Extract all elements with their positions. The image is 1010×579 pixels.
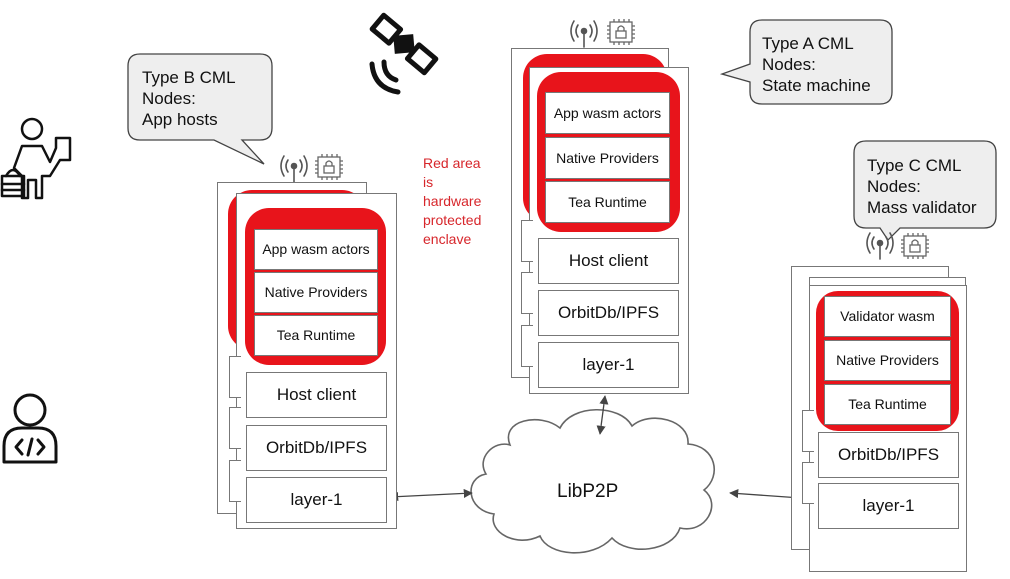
enclave-note-line: Red area (423, 155, 481, 171)
callout-line: State machine (762, 76, 871, 95)
node-b-native-providers: Native Providers (254, 272, 378, 313)
node-c-tea-runtime: Tea Runtime (824, 384, 951, 425)
node-a-back-stub (521, 272, 533, 314)
node-c-validator-wasm: Validator wasm (824, 296, 951, 337)
node-c-back-stub (802, 462, 814, 504)
node-c-orbitdb: OrbitDb/IPFS (818, 432, 959, 478)
node-b-layer1: layer-1 (246, 477, 387, 523)
secure-chip-icon (901, 233, 929, 259)
developer-icon (2, 393, 58, 464)
node-b-tea-runtime: Tea Runtime (254, 315, 378, 356)
callout-type-b (127, 53, 273, 165)
shopper-icon (0, 117, 72, 200)
node-a-orbitdb: OrbitDb/IPFS (538, 290, 679, 336)
node-a-host-client: Host client (538, 238, 679, 284)
node-b-back-stub (229, 356, 241, 398)
node-b-app-wasm: App wasm actors (254, 229, 378, 270)
node-b-back-stub (229, 460, 241, 502)
callout-line: Type A CML (762, 34, 854, 53)
satellite-icon (369, 12, 439, 76)
arrow-nodeb-libp2p (389, 488, 473, 502)
node-a-native-providers: Native Providers (545, 137, 670, 179)
callout-type-c-text: Type C CML Nodes: Mass validator (867, 155, 977, 218)
callout-line: Nodes: (867, 177, 921, 196)
secure-chip-icon (315, 154, 343, 180)
callout-type-b-text: Type B CML Nodes: App hosts (142, 67, 236, 130)
callout-line: Type B CML (142, 68, 236, 87)
callout-line: Mass validator (867, 198, 977, 217)
satellite-signal-icon (369, 59, 401, 95)
arrow-nodea-libp2p (596, 395, 609, 435)
enclave-note-line: hardware (423, 193, 482, 209)
secure-chip-icon (607, 19, 635, 45)
libp2p-label: LibP2P (557, 481, 619, 502)
node-a-back-stub (521, 220, 533, 262)
callout-line: Nodes: (142, 89, 196, 108)
node-c-native-providers: Native Providers (824, 340, 951, 381)
callout-type-c (853, 140, 997, 242)
enclave-note-line: enclave (423, 231, 472, 247)
antenna-icon (570, 20, 598, 48)
node-a-layer1: layer-1 (538, 342, 679, 388)
antenna-icon (866, 232, 894, 260)
node-b-back-stub (229, 407, 241, 449)
node-b-host-client: Host client (246, 372, 387, 418)
node-c-back-stub (802, 410, 814, 452)
callout-line: App hosts (142, 110, 218, 129)
enclave-note-line: protected (423, 212, 482, 228)
node-a-app-wasm: App wasm actors (545, 92, 670, 134)
enclave-note: Red area is hardware protected enclave (423, 154, 481, 249)
node-a-back-stub (521, 325, 533, 367)
node-c-layer1: layer-1 (818, 483, 959, 529)
node-a-tea-runtime: Tea Runtime (545, 181, 670, 223)
enclave-note-line: is (423, 174, 434, 190)
callout-type-a-text: Type A CML Nodes: State machine (762, 33, 871, 96)
callout-line: Nodes: (762, 55, 816, 74)
libp2p-cloud (470, 408, 716, 554)
callout-line: Type C CML (867, 156, 962, 175)
antenna-icon (280, 155, 308, 183)
callout-type-a (719, 19, 893, 105)
node-b-orbitdb: OrbitDb/IPFS (246, 425, 387, 471)
